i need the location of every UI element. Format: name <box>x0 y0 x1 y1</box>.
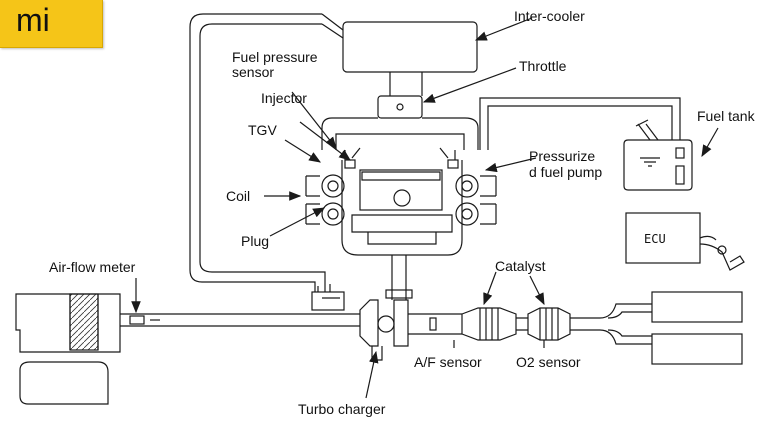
label-injector: Injector <box>261 90 307 106</box>
arrow-fuel-tank <box>701 127 719 158</box>
arrow-pressurized-pump <box>484 157 537 173</box>
label-tgv: TGV <box>248 122 277 138</box>
label-fuel-pressure-sensor-line1: Fuel pressure <box>232 49 318 65</box>
title-badge: mi <box>0 0 103 48</box>
arrow-turbo-charger <box>365 350 379 399</box>
engine-block <box>341 160 463 256</box>
arrow-intercooler <box>474 17 533 41</box>
label-o2-sensor: O2 sensor <box>516 354 581 370</box>
label-turbo-charger: Turbo charger <box>298 401 386 417</box>
label-air-flow-meter: Air-flow meter <box>49 259 136 275</box>
label-throttle: Throttle <box>519 58 567 74</box>
label-inter-cooler: Inter-cooler <box>514 8 585 24</box>
catalyst-1 <box>461 307 517 341</box>
label-catalyst: Catalyst <box>495 258 546 274</box>
arrow-plug <box>269 207 326 237</box>
label-fuel-tank: Fuel tank <box>697 108 755 124</box>
arrow-tgv <box>284 139 322 163</box>
arrow-fuel-pressure-sensor <box>291 91 337 149</box>
catalyst-2 <box>527 307 571 341</box>
turbocharger <box>359 299 379 347</box>
muffler-2 <box>651 333 743 365</box>
intake-duct-outer <box>189 13 322 292</box>
label-plug: Plug <box>241 233 270 249</box>
air-cleaner <box>15 293 121 353</box>
intake-duct-inner <box>199 23 326 292</box>
label-ecu: ECU <box>644 232 666 246</box>
throttle-body <box>377 95 423 119</box>
label-pressurized-pump-line1: Pressurize <box>529 148 596 164</box>
title-badge-text: mi <box>16 2 50 38</box>
arrow-throttle <box>422 67 517 103</box>
label-coil: Coil <box>226 188 251 204</box>
label-fuel-pressure-sensor-line2: sensor <box>232 64 275 80</box>
arrow-injector <box>299 121 351 161</box>
fuel-line <box>479 97 681 150</box>
intake-plenum <box>321 117 479 150</box>
label-pressurized-pump-line2: d fuel pump <box>529 164 603 180</box>
intercooler <box>342 21 478 73</box>
arrow-catalyst-1 <box>483 271 497 306</box>
arrow-catalyst-2 <box>529 275 545 306</box>
label-af-sensor: A/F sensor <box>414 354 482 370</box>
fuel-tank <box>623 139 693 191</box>
air-filter-bottom <box>19 361 109 405</box>
muffler-1 <box>651 291 743 323</box>
